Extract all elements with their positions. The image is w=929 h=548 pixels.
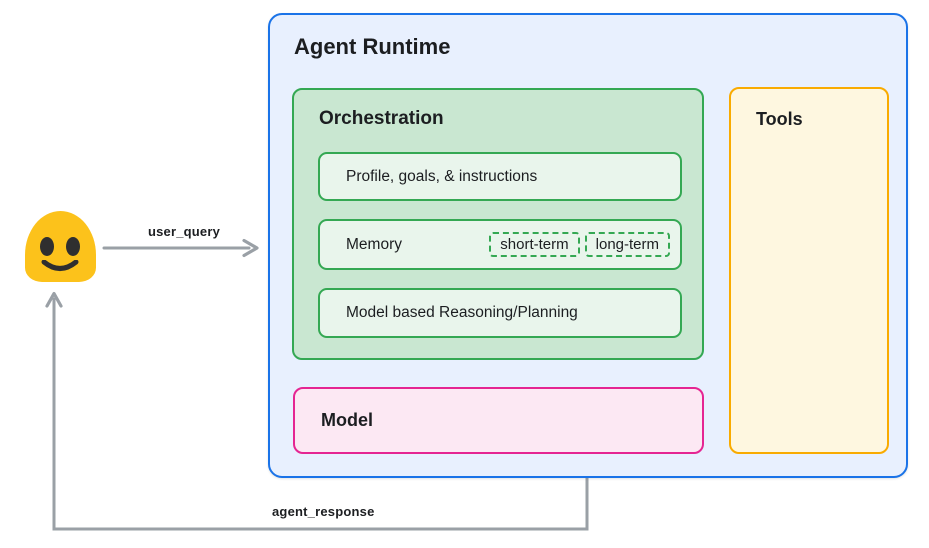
agent-runtime-box: Agent Runtime Orchestration Profile, goa… [268,13,908,478]
tools-title: Tools [756,109,803,129]
user-emoji-smile-icon [41,260,79,271]
profile-goals-instructions-box: Profile, goals, & instructions [318,152,682,201]
long-term-chip: long-term [584,232,670,257]
orchestration-title: Orchestration [319,108,444,129]
user-query-label: user_query [147,224,221,239]
model-box: Model [293,387,704,454]
user-emoji-right-eye [66,237,80,256]
tools-box: Tools [729,87,889,454]
agent-runtime-title: Agent Runtime [294,34,451,59]
user-emoji-left-eye [40,237,54,256]
user-query-arrow [102,238,259,258]
short-term-chip: short-term [489,232,580,257]
agent-response-label: agent_response [272,504,375,519]
profile-goals-instructions-label: Profile, goals, & instructions [346,167,538,185]
memory-chips: short-term long-term [489,232,670,257]
user-emoji [25,211,96,282]
agent-response-arrow [45,291,589,531]
orchestration-box: Orchestration Profile, goals, & instruct… [292,88,704,360]
reasoning-planning-box: Model based Reasoning/Planning [318,288,682,338]
model-title: Model [321,410,373,430]
reasoning-planning-label: Model based Reasoning/Planning [346,304,578,321]
memory-box: Memory short-term long-term [318,219,682,270]
memory-label: Memory [346,235,402,253]
